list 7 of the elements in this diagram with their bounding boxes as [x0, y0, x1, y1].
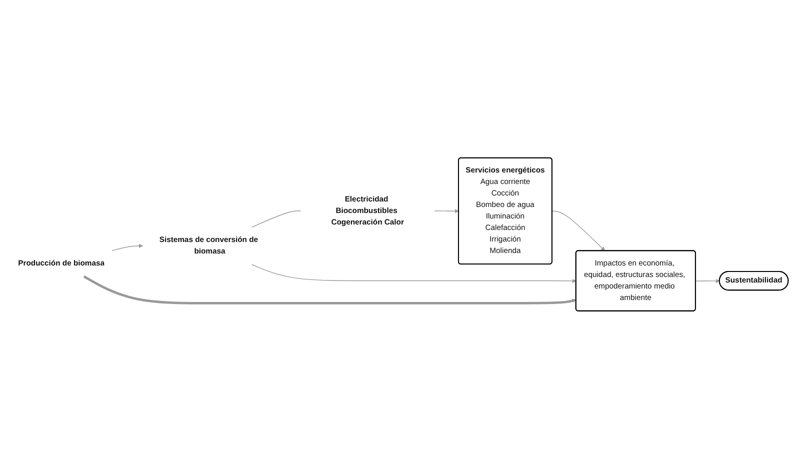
arrow [252, 264, 576, 283]
arrow [695, 278, 720, 283]
arrow [552, 210, 606, 251]
arrow [83, 275, 576, 304]
connector [252, 210, 301, 228]
arrow [112, 243, 143, 251]
arrow [434, 208, 459, 213]
